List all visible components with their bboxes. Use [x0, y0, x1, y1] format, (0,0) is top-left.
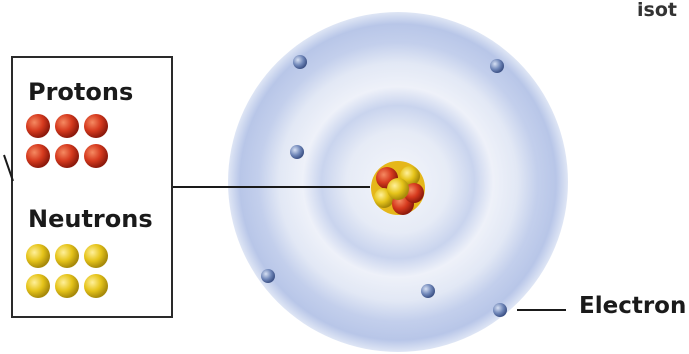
neutron-ball [84, 244, 108, 268]
electron-label: Electron [579, 293, 687, 319]
neutron-ball [84, 274, 108, 298]
proton-ball [84, 114, 108, 138]
neutron-ball [26, 274, 50, 298]
electrons-group [261, 55, 507, 317]
neutron-ball [55, 244, 79, 268]
electron [261, 269, 275, 283]
protons-heading: Protons [28, 78, 134, 106]
proton-ball [55, 114, 79, 138]
electron [490, 59, 504, 73]
neutron-legend-group [26, 244, 108, 298]
proton-ball [55, 144, 79, 168]
nucleus-proton [404, 183, 424, 203]
proton-ball [26, 114, 50, 138]
proton-legend-group [26, 114, 108, 168]
proton-ball [84, 144, 108, 168]
nucleus [371, 161, 425, 215]
electron [493, 303, 507, 317]
isotope-partial-label: isot [637, 0, 677, 21]
neutron-ball [26, 244, 50, 268]
electron [293, 55, 307, 69]
electron [290, 145, 304, 159]
nucleus-neutron [387, 178, 409, 200]
legend-pointer-line [3, 154, 14, 182]
neutrons-heading: Neutrons [28, 205, 153, 233]
electron [421, 284, 435, 298]
neutron-ball [55, 274, 79, 298]
proton-ball [26, 144, 50, 168]
